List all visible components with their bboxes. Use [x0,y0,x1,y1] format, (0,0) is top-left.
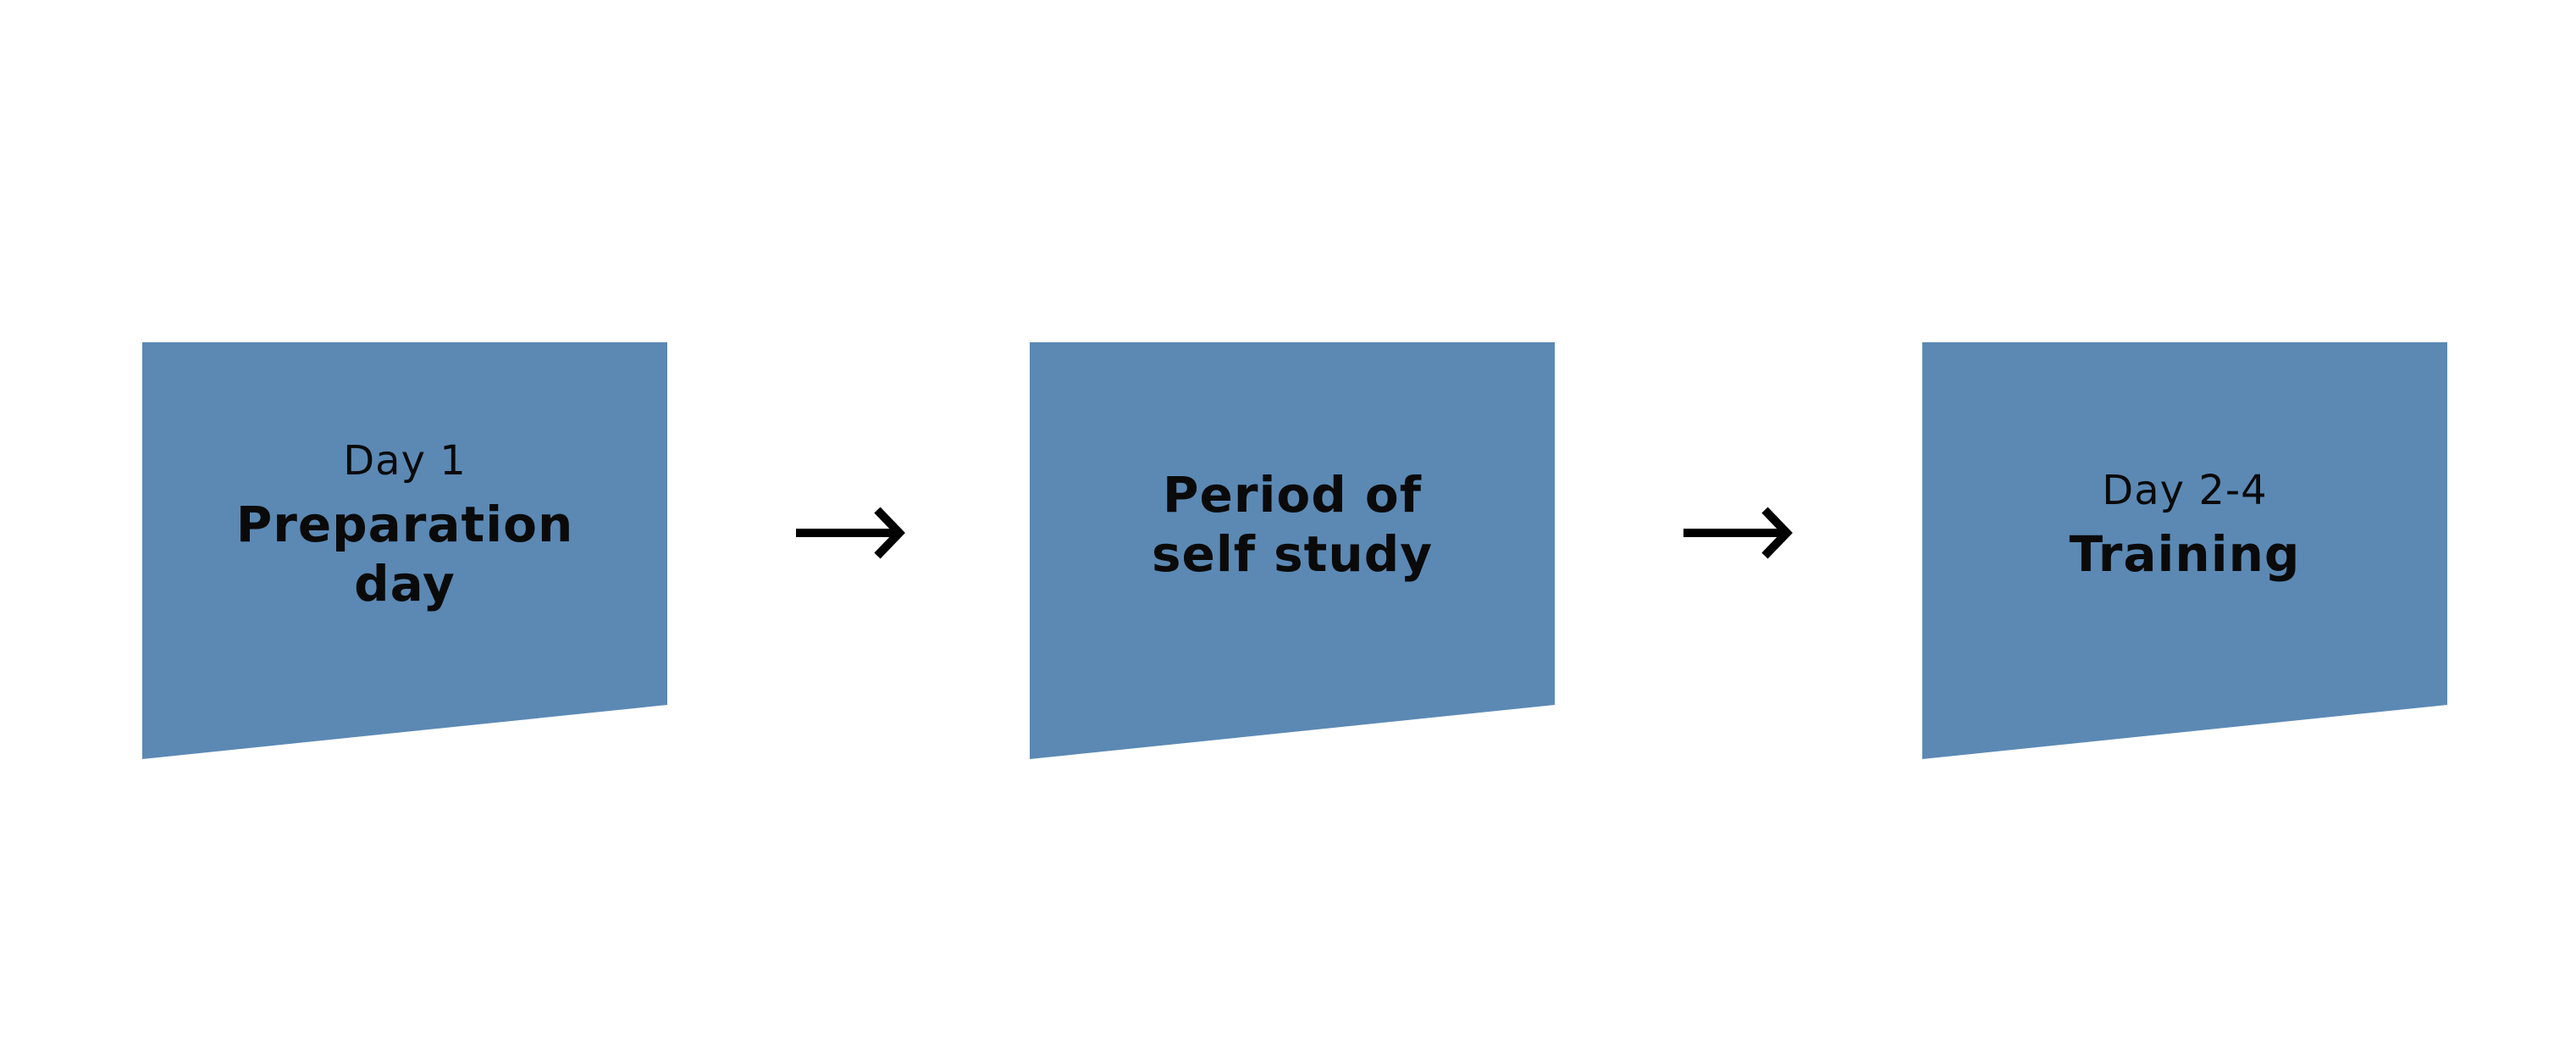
step-title: Training [2069,525,2301,583]
step-day-label: Day 2-4 [2102,467,2268,514]
step-card-preparation-day: Day 1 Preparation day [142,342,667,759]
step-card-text: Period of self study [1030,342,1555,707]
right-arrow-icon [1682,505,1794,561]
step-card-shape [142,342,667,759]
step-card-self-study: Period of self study [1030,342,1555,759]
step-card-shape [1030,342,1555,759]
step-card-text: Day 1 Preparation day [142,342,667,707]
step-card-shape [1922,342,2447,759]
step-card-text: Day 2-4 Training [1922,342,2447,707]
right-arrow-icon [794,505,906,561]
step-title: Preparation day [235,496,574,613]
step-day-label: Day 1 [343,437,467,485]
step-title: Period of self study [1151,466,1434,583]
step-card-training: Day 2-4 Training [1922,342,2447,759]
